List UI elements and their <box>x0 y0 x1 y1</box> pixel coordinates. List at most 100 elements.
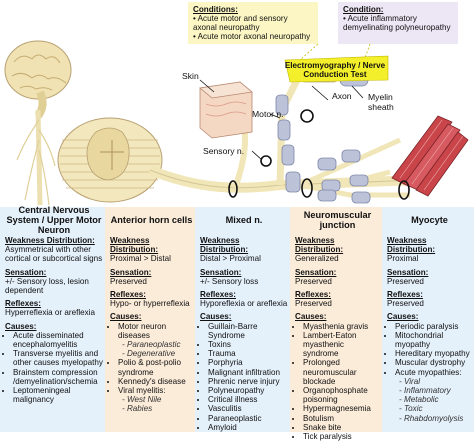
cause-item: Malignant infiltration <box>208 368 288 377</box>
weakness-heading: Weakness Distribution: <box>5 236 95 245</box>
cause-item: Toxic <box>399 404 472 413</box>
weakness-value: Distal > Proximal <box>200 254 261 264</box>
cause-item: Phrenic nerve injury <box>208 377 288 386</box>
weakness-value: Proximal <box>387 254 419 264</box>
cause-item: Guillain-Barre Syndrome <box>208 322 288 340</box>
weakness-heading: Weakness Distribution: <box>200 236 249 255</box>
cause-item: Inflammatory <box>399 386 472 395</box>
reflexes-value: Preserved <box>295 299 332 309</box>
cause-item: Myasthenia gravis <box>303 322 380 331</box>
cause-item: Kennedy's disease <box>118 377 193 386</box>
cause-item: West Nile <box>122 395 193 404</box>
causes-heading: Causes: <box>387 312 419 322</box>
cause-item: Polio & post-polio syndrome <box>118 358 193 376</box>
myelin-sheath-segments <box>275 94 371 204</box>
sensation-heading: Sensation: <box>110 267 152 277</box>
cause-item: Tick paralysis <box>303 432 380 441</box>
reflexes-heading: Reflexes: <box>110 290 146 300</box>
cause-item: Prolonged neuromuscular blockade <box>303 358 380 386</box>
causes-list: Periodic paralysisMitochondrial myopathy… <box>387 322 472 423</box>
sensation-heading: Sensation: <box>295 267 337 277</box>
reflexes-value: Hyperreflexia or areflexia <box>5 308 95 318</box>
conditions-left-box-bg <box>188 2 318 44</box>
cause-item: Trauma <box>208 349 288 358</box>
conditions-right-heading: Condition: <box>343 5 384 14</box>
sensation-heading: Sensation: <box>200 267 242 277</box>
conditions-right-box-bg <box>338 2 458 44</box>
sensation-value: +/- Sensory loss <box>200 276 259 286</box>
sensation-value: Preserved <box>295 276 332 286</box>
cause-item: Porphyria <box>208 358 288 367</box>
cause-item: Lambert-Eaton myasthenic syndrome <box>303 331 380 359</box>
sensation-value: +/- Sensory loss, lesion dependent <box>5 276 89 296</box>
cause-item: Snake bite <box>303 423 380 432</box>
reflexes-value: Preserved <box>387 299 424 309</box>
causes-list: Motor neuron diseasesParaneoplasticDegen… <box>110 322 193 414</box>
col-bg-cns <box>0 207 105 432</box>
weakness-heading: Weakness Distribution: <box>110 236 159 255</box>
cause-item: Acute myopathies: <box>395 368 472 377</box>
sensation-value: Preserved <box>387 276 424 286</box>
cause-item: Transverse myelitis and other causes mye… <box>13 349 103 367</box>
causes-list: Acute disseminated encephalomyelitisTran… <box>5 331 103 405</box>
emg-nerve-conduction-label: Electromyography / Nerve Conduction Test <box>284 61 386 79</box>
conditions-left-item-1: • Acute motor axonal neuropathy <box>193 32 311 41</box>
weakness-value: Generalized <box>295 254 339 264</box>
reflexes-value: Hypo- or hyperreflexia <box>110 299 190 309</box>
cause-item: Polyneuropathy <box>208 386 288 395</box>
cause-item: Acute disseminated encephalomyelitis <box>13 331 103 349</box>
cause-item: Critical illness <box>208 395 288 404</box>
spinal-cord-cross-section-icon <box>57 117 163 203</box>
weakness-value: Asymmetrical with other cortical or subc… <box>5 245 103 264</box>
column-0: Central Nervous System / Upper Motor Neu… <box>0 205 105 432</box>
causes-list: Myasthenia gravisLambert-Eaton myastheni… <box>295 322 380 441</box>
cause-item: Hypermagnesemia <box>303 404 380 413</box>
cause-item: Viral <box>399 377 472 386</box>
nerve-trunk <box>148 71 421 198</box>
emg-pointer-right <box>364 43 371 59</box>
cause-item: Paraneoplastic <box>122 340 193 349</box>
lesion-markers <box>228 109 410 200</box>
brain-icon <box>4 40 72 119</box>
cause-item: Amyloid <box>208 423 288 432</box>
emg-pointer-left <box>299 43 319 61</box>
cause-item: Mitochondrial myopathy <box>395 331 472 349</box>
conditions-left-heading: Conditions: <box>193 5 238 14</box>
conditions-left-box: Conditions: • Acute motor and sensory ax… <box>188 2 318 44</box>
cause-item: Paraneoplastic <box>208 414 288 423</box>
cause-item: Leptomeningeal malignancy <box>13 386 103 404</box>
cause-item: Metabolic <box>399 395 472 404</box>
spinal-cord-icon <box>16 109 56 206</box>
cause-item: Periodic paralysis <box>395 322 472 331</box>
weakness-heading: Weakness Distribution: <box>387 236 436 255</box>
cause-item: Organophosphate poisoning <box>303 386 380 404</box>
cause-item: Vasculitis <box>208 404 288 413</box>
sensation-heading: Sensation: <box>5 267 47 277</box>
column-title: Anterior horn cells <box>110 215 193 225</box>
column-title: Central Nervous System / Upper Motor Neu… <box>6 205 102 235</box>
column-title: Neuromuscular junction <box>303 210 372 230</box>
label-pointers <box>199 79 364 161</box>
causes-heading: Causes: <box>110 312 142 322</box>
column-title: Myocyte <box>411 215 448 225</box>
emg-banner-bg <box>284 55 389 83</box>
skin-label: Skin <box>182 71 199 81</box>
cause-item: Hereditary myopathy <box>395 349 472 358</box>
conditions-left-item-0: • Acute motor and sensory axonal neuropa… <box>193 14 288 32</box>
sensation-heading: Sensation: <box>387 267 429 277</box>
reflexes-heading: Reflexes: <box>295 290 331 300</box>
col-bg-mixed <box>195 207 290 432</box>
cause-item: Motor neuron diseases <box>118 322 193 340</box>
muscle-fibers-icon <box>391 115 469 197</box>
cause-item: Brainstem compression /demyelination/sch… <box>13 368 103 386</box>
cause-item: Botulism <box>303 414 380 423</box>
reflexes-heading: Reflexes: <box>200 290 236 300</box>
cause-item: Toxins <box>208 340 288 349</box>
sensation-value: Preserved <box>110 276 147 286</box>
conditions-right-box: Condition: • Acute inflammatory demyelin… <box>338 2 458 44</box>
conditions-right-item-0: • Acute inflammatory demyelinating polyn… <box>343 14 451 32</box>
cause-item: Muscular dystrophy <box>395 358 472 367</box>
